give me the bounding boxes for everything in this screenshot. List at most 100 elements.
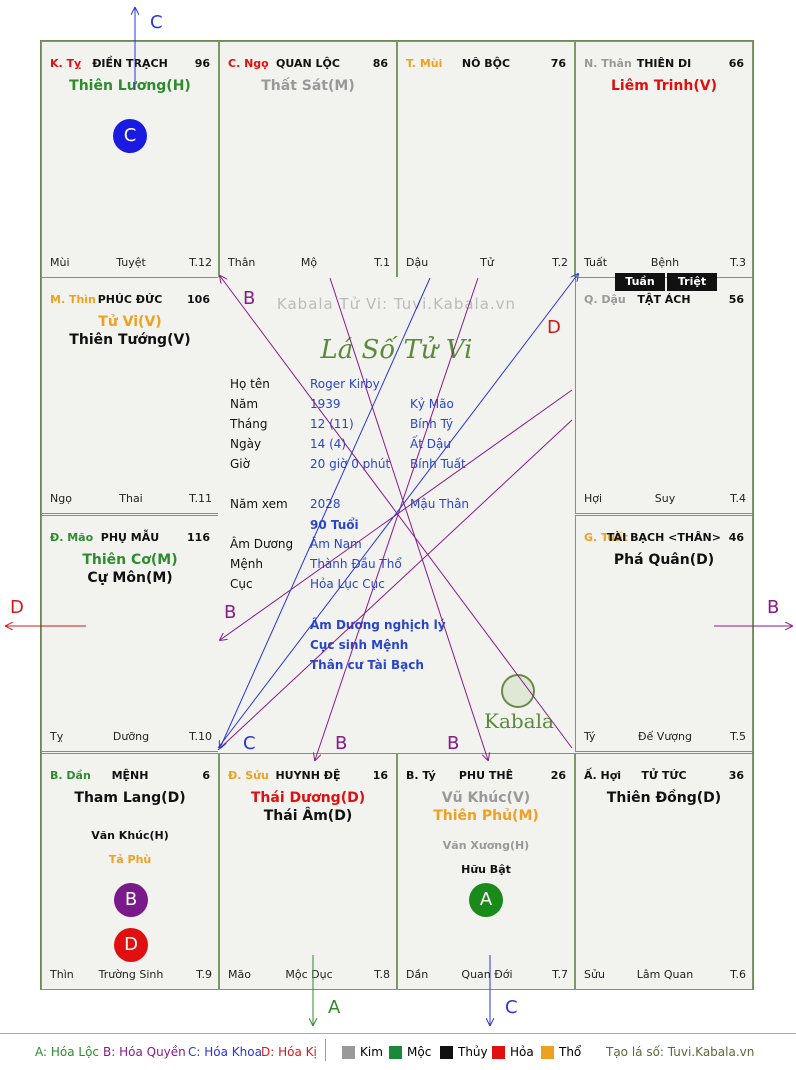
footer-month: T.2 [552,256,568,269]
palace-footer: Dần Quan Đới T.7 [406,968,568,982]
palace-name: QUAN LỘC [276,57,340,70]
major-star: Cự Môn(M) [87,570,173,586]
footer-branch: Dần [406,968,429,981]
footer-branch: Ngọ [50,492,72,505]
tuan-tag: Tuần [615,273,665,291]
footer-month: T.9 [196,968,212,981]
major-star: Tử Vi(V) [98,314,162,330]
label-right-b: B [767,597,780,618]
chart-logo-text: Lá Số Tử Vi [320,335,473,365]
footer-branch: Tuất [584,256,608,269]
footer-stage: Thai [119,492,143,505]
legend-site-link[interactable]: Tạo lá số: Tuvi.Kabala.vn [606,1045,755,1059]
value: Hỏa Lục Cục [310,577,385,591]
value: Roger Kirby [310,377,380,391]
value: 1939 [310,397,341,411]
info-tuoi: 90 Tuổi [310,518,359,532]
note-cuc-sinh: Cục sinh Mệnh [310,638,409,652]
major-star: Phá Quân(D) [613,552,715,568]
value: 12 (11) [310,417,354,431]
footer-stage: Quan Đới [461,968,513,981]
palace-name: THIÊN DI [636,57,692,70]
label-top-c: C [150,12,163,33]
note-am-duong: Âm Dương nghịch lý [310,618,446,632]
palace-name: MỆNH [111,769,149,782]
major-star: Thất Sát(M) [261,78,355,94]
footer-branch: Thìn [50,968,74,981]
footer-stage: Mộc Dục [285,968,333,981]
palace-name: ĐIỀN TRẠCH [92,57,168,70]
can-chi: Bính Tý [410,417,454,431]
footer-month: T.3 [730,256,746,269]
palace-number: 6 [202,769,210,782]
site-title: Kabala Tử Vi: Tuvi.Kabala.vn [276,295,517,313]
palace-footer: Thìn Trường Sinh T.9 [50,968,212,982]
star-list: Phá Quân(D) [576,551,752,569]
footer-month: T.4 [730,492,746,505]
palace-branch: C. Ngọ [228,57,269,70]
label-b3: B [335,733,348,754]
minor-star: Tả Phù [108,853,152,866]
can-chi: Ất Dậu [410,437,451,451]
footer-stage: Dưỡng [112,730,150,743]
info-cuc: Cục Hỏa Lục Cục [230,577,385,593]
palace-branch: T. Mùi [406,57,443,70]
palace-name: NÔ BỘC [461,57,511,70]
footer-month: T.7 [552,968,568,981]
label: Tháng [230,417,268,431]
footer-month: T.8 [374,968,390,981]
major-star: Thiên Lương(H) [69,78,191,94]
label: Năm xem [230,497,288,511]
kim-swatch [342,1046,355,1059]
footer-stage: Tử [480,256,494,269]
footer-stage: Đế Vượng [638,730,692,743]
star-list: Tham Lang(D)Văn Khúc(H)Tả Phù [42,789,218,877]
palace-number: 46 [728,531,744,544]
legend-a: A: Hóa Lộc [35,1045,100,1059]
legend-hoa-text: Hỏa [510,1045,534,1059]
footer-month: T.6 [730,968,746,981]
minor-star: Hữu Bật [461,863,511,876]
kabala-tree-icon [501,674,535,708]
minor-star: Văn Khúc(H) [91,829,169,842]
palace-name: PHÚC ĐỨC [97,293,163,306]
label-b1: B [243,288,256,309]
footer-branch: Tỵ [50,730,64,743]
major-star: Vũ Khúc(V) [441,790,531,806]
legend-tho: Thổ [541,1045,581,1059]
palace-branch: B. Dần [50,769,91,782]
legend-d: D: Hóa Kị [261,1045,317,1059]
moc-swatch [389,1046,402,1059]
label: Cục [230,577,253,591]
footer-stage: Trường Sinh [98,968,164,981]
major-star: Thiên Phủ(M) [433,808,539,824]
legend-c: C: Hóa Khoa [188,1045,262,1059]
palace-branch: K. Tỵ [50,57,82,70]
label: Họ tên [230,377,270,391]
label: Năm [230,397,259,411]
footer-branch: Tý [584,730,596,743]
footer-month: T.11 [189,492,212,505]
footer-branch: Mùi [50,256,70,269]
palace-name: PHỤ MẪU [100,531,160,544]
label-bottom-a: A [328,997,341,1018]
